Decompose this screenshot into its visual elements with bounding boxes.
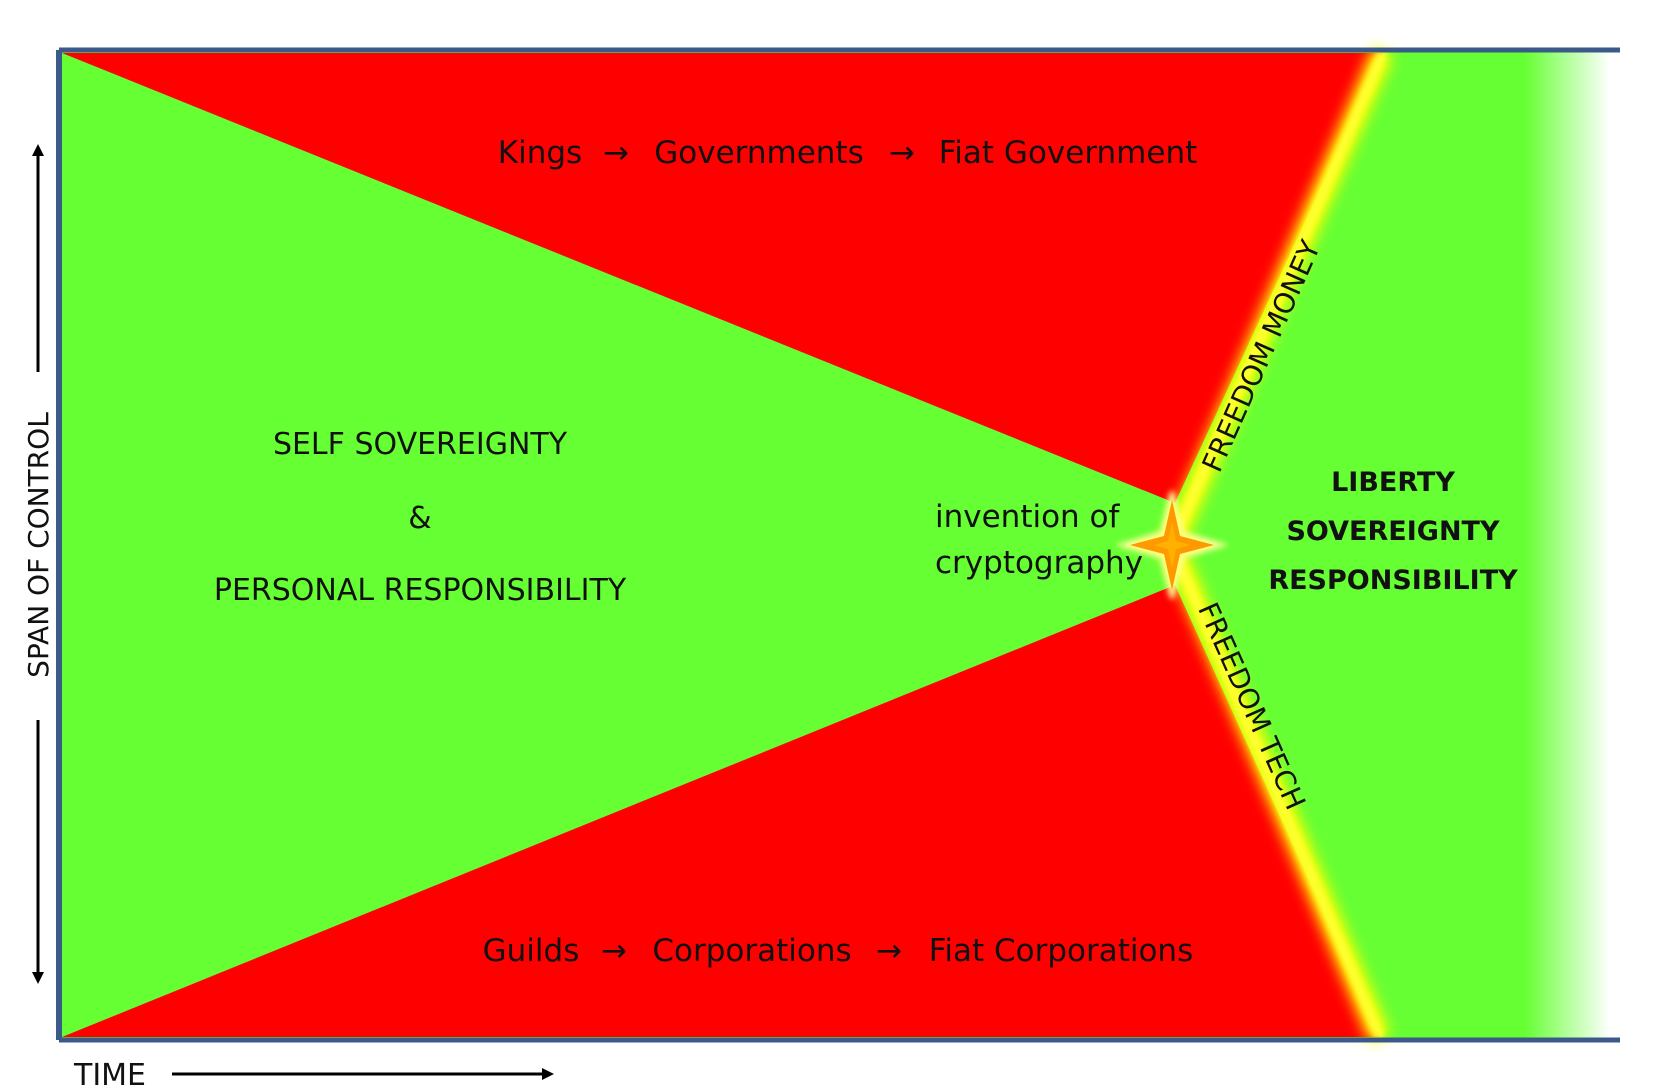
top-band-text: Kings → Governments → Fiat Government [498, 135, 1197, 171]
top-item-kings: Kings [498, 135, 582, 171]
personal-responsibility-label: PERSONAL RESPONSIBILITY [214, 573, 627, 608]
bottom-arrow-2: → [876, 933, 902, 969]
top-arrow-2: → [889, 135, 915, 171]
bottom-item-fiat-corporations: Fiat Corporations [929, 933, 1193, 969]
bottom-item-corporations: Corporations [652, 933, 851, 969]
y-axis-label: SPAN OF CONTROL [22, 412, 55, 678]
event-text: invention of cryptography [935, 499, 1143, 581]
bottom-arrow-1: → [601, 933, 627, 969]
y-axis: SPAN OF CONTROL [22, 144, 55, 984]
responsibility-label: RESPONSIBILITY [1268, 565, 1518, 596]
sovereignty-label: SOVEREIGNTY [1286, 516, 1499, 547]
bottom-band-text: Guilds → Corporations → Fiat Corporation… [483, 933, 1194, 969]
top-item-fiat-government: Fiat Government [939, 135, 1198, 171]
right-region-text: LIBERTY SOVEREIGNTY RESPONSIBILITY [1268, 467, 1518, 596]
liberty-label: LIBERTY [1331, 467, 1455, 498]
event-line-2: cryptography [935, 545, 1143, 581]
event-line-1: invention of [935, 499, 1121, 535]
x-axis: TIME [73, 1058, 554, 1091]
right-fade [1420, 50, 1610, 1040]
bottom-red-region [62, 585, 1380, 1037]
top-arrow-1: → [603, 135, 629, 171]
left-region-text: SELF SOVEREIGNTY & PERSONAL RESPONSIBILI… [214, 427, 627, 608]
bottom-item-guilds: Guilds [483, 933, 580, 969]
self-sovereignty-label: SELF SOVEREIGNTY [273, 427, 568, 462]
cryptography-star-icon [1115, 491, 1229, 599]
ampersand-label: & [408, 501, 431, 536]
x-axis-label: TIME [73, 1058, 146, 1091]
top-red-region [62, 53, 1383, 503]
top-item-governments: Governments [654, 135, 863, 171]
